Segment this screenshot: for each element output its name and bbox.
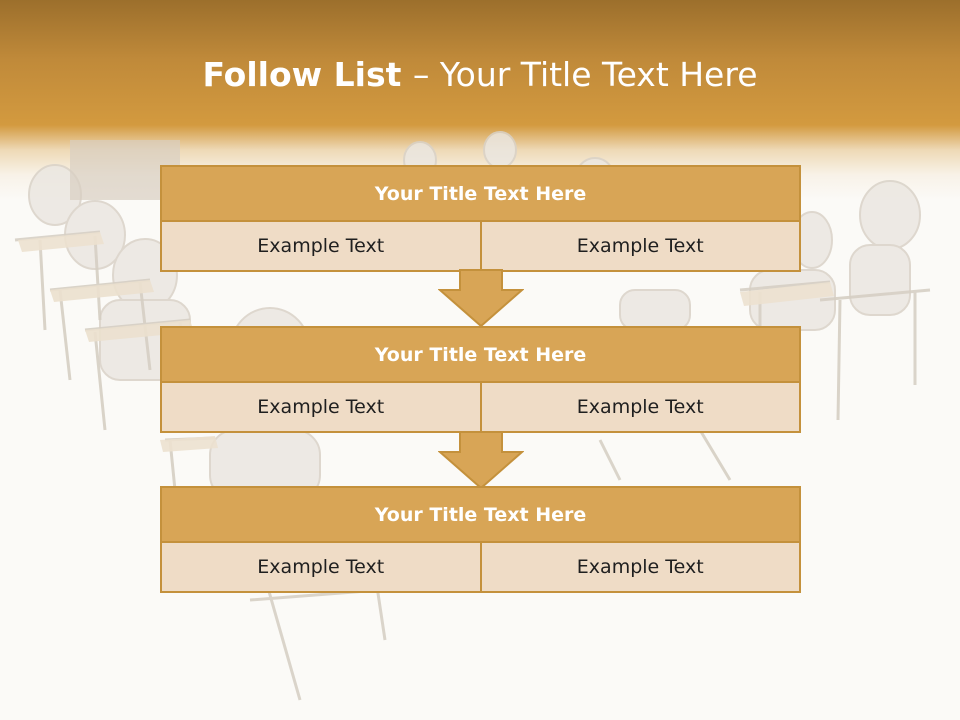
block-heading: Your Title Text Here — [160, 486, 801, 543]
slide-title: Follow List – Your Title Text Here — [0, 55, 960, 94]
block-row: Example Text Example Text — [160, 383, 801, 433]
cell-left: Example Text — [160, 383, 482, 433]
cell-right: Example Text — [479, 383, 801, 433]
cell-left: Example Text — [160, 543, 482, 593]
cell-right: Example Text — [479, 222, 801, 272]
title-bold: Follow List — [202, 55, 413, 94]
cell-right: Example Text — [479, 543, 801, 593]
title-rest: – Your Title Text Here — [412, 55, 758, 94]
list-block-3: Your Title Text Here Example Text Exampl… — [160, 486, 801, 593]
block-row: Example Text Example Text — [160, 222, 801, 272]
cell-left: Example Text — [160, 222, 482, 272]
down-arrow-icon — [438, 269, 524, 328]
list-block-1: Your Title Text Here Example Text Exampl… — [160, 165, 801, 272]
block-heading: Your Title Text Here — [160, 326, 801, 383]
block-row: Example Text Example Text — [160, 543, 801, 593]
list-block-2: Your Title Text Here Example Text Exampl… — [160, 326, 801, 433]
down-arrow-icon — [438, 431, 524, 490]
block-heading: Your Title Text Here — [160, 165, 801, 222]
